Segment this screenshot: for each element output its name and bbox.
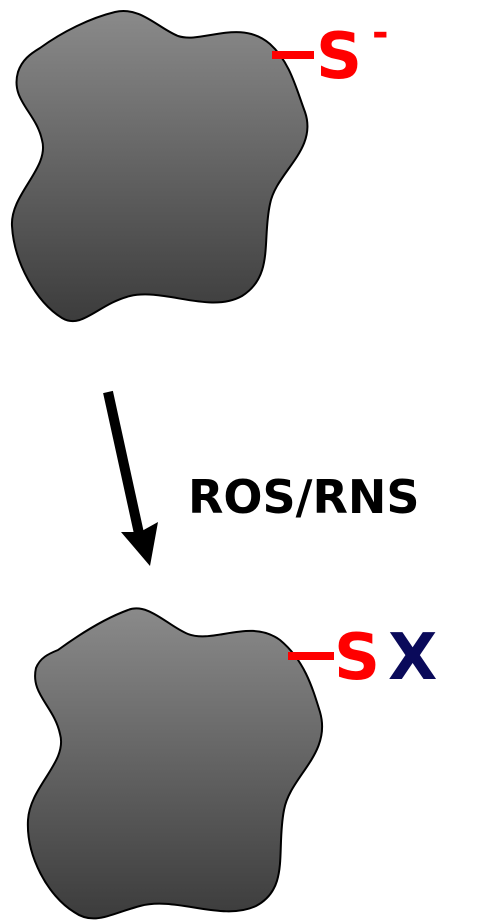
sulfur-label: S xyxy=(316,20,362,94)
reduced-protein: S - xyxy=(10,9,389,323)
protein-blob xyxy=(26,607,323,920)
reaction-arrow xyxy=(103,390,158,566)
reaction-label: ROS/RNS xyxy=(188,470,420,524)
arrow-shaft xyxy=(103,390,145,540)
arrow-head xyxy=(121,522,158,566)
sulfur-label: S xyxy=(334,621,380,695)
protein-blob xyxy=(10,9,309,323)
modified-protein: S X xyxy=(26,607,437,920)
negative-charge: - xyxy=(372,10,389,56)
modifier-label: X xyxy=(388,621,437,695)
